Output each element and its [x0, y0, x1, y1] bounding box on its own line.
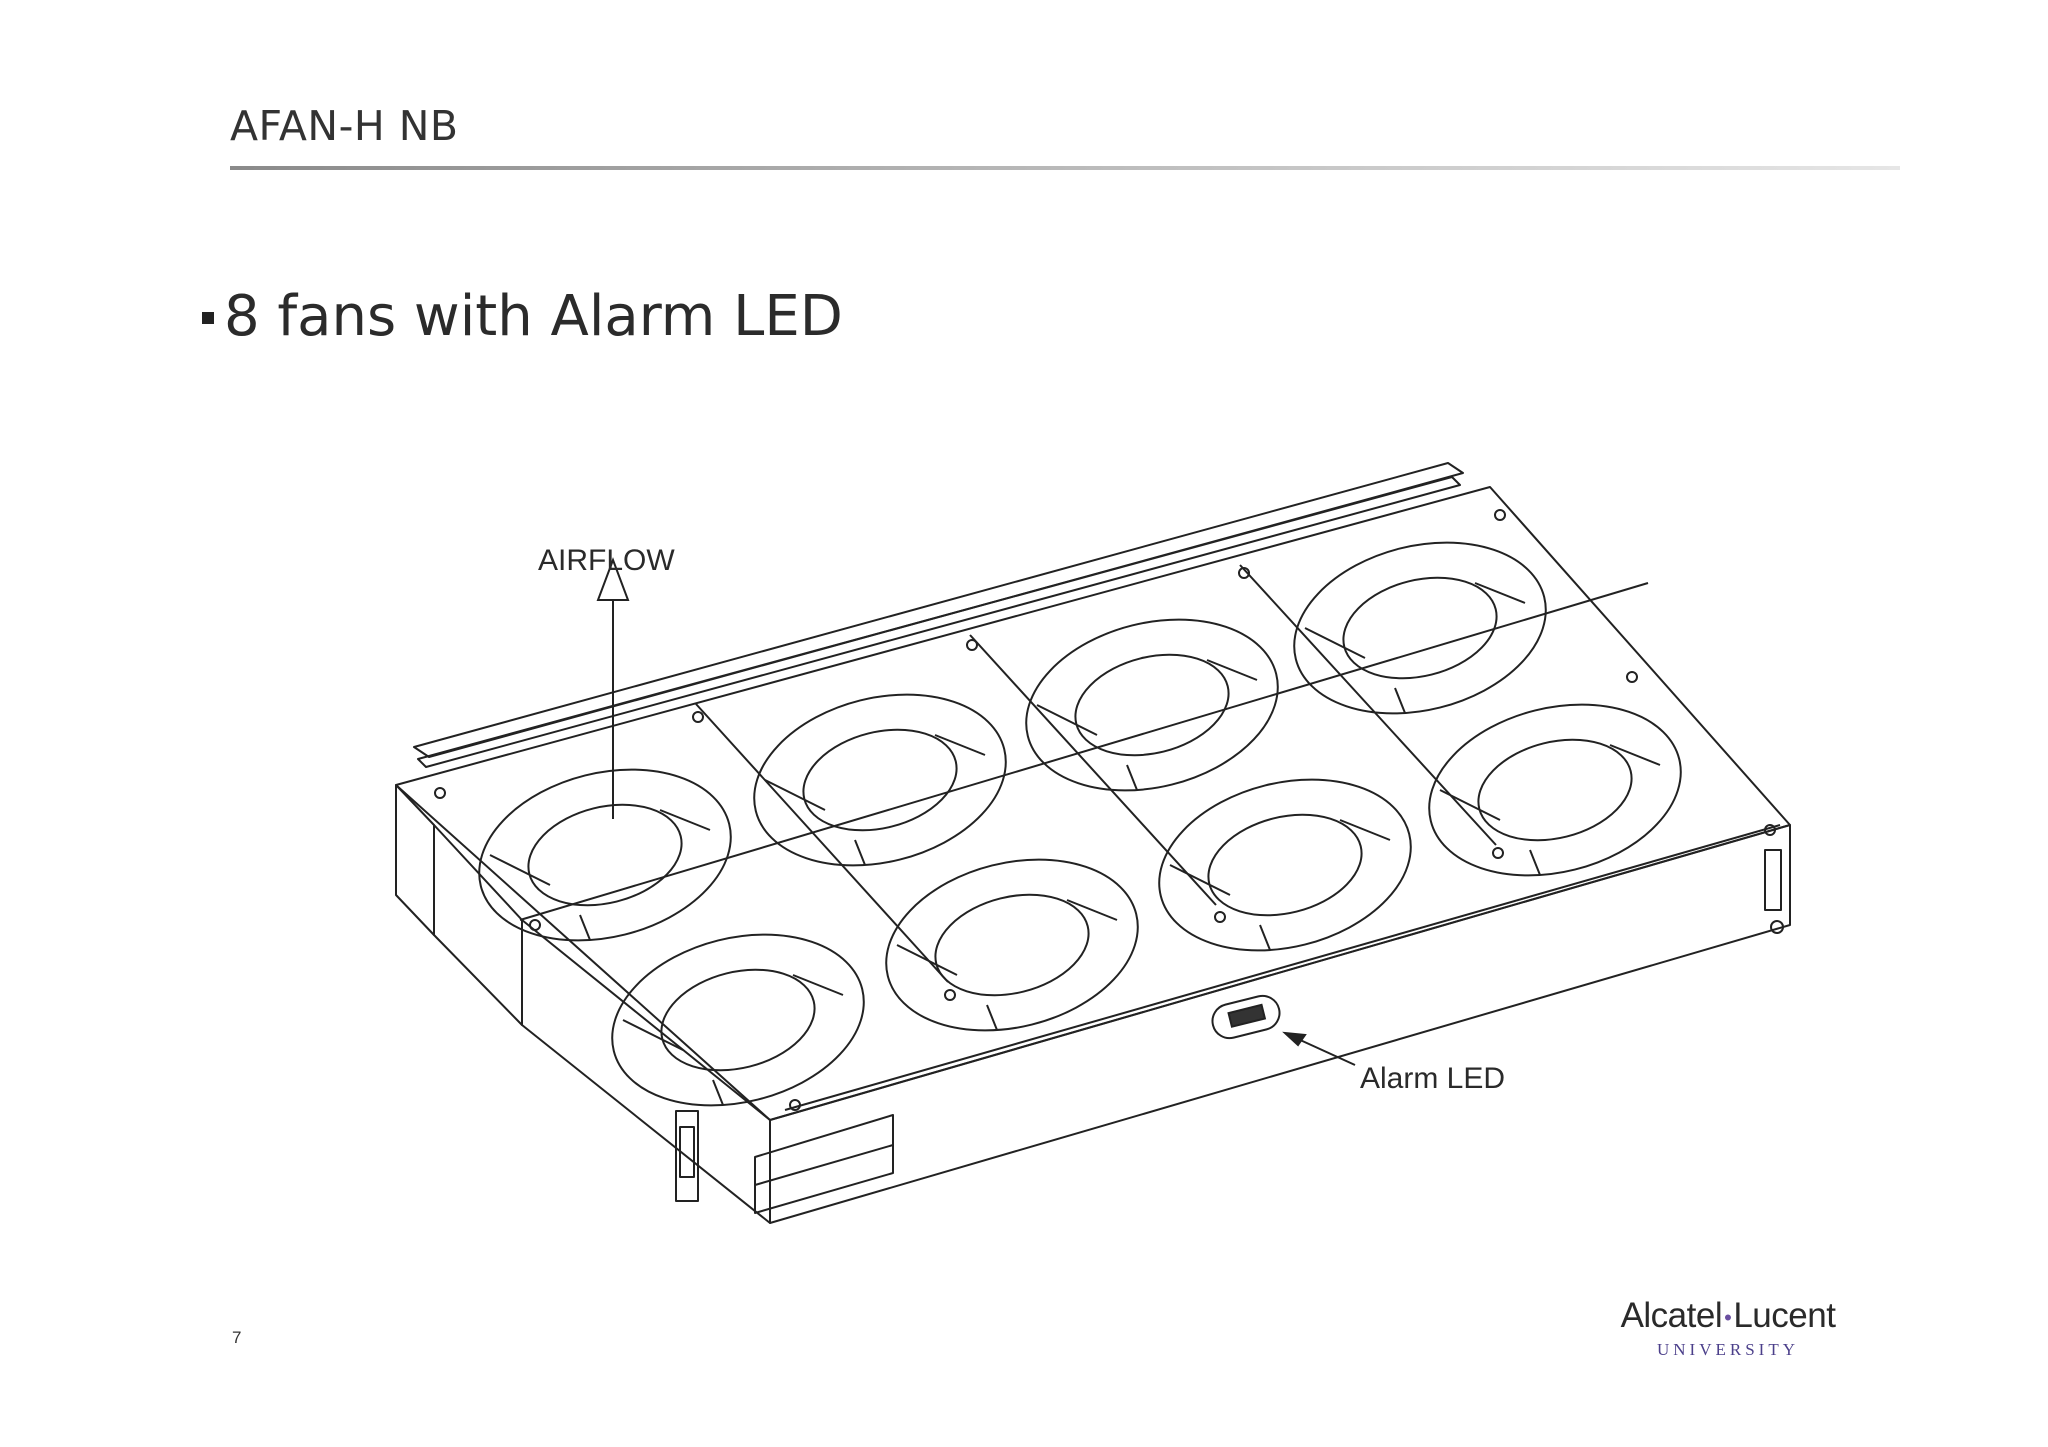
logo-dot-icon: • [1724, 1304, 1732, 1330]
logo-wordmark: Alcatel•Lucent [1608, 1296, 1848, 1336]
alarm-led-pointer [1282, 1031, 1356, 1066]
airflow-label: AIRFLOW [538, 544, 675, 577]
logo-subtitle: UNIVERSITY [1657, 1340, 1799, 1359]
fan-4 [1293, 541, 1547, 715]
logo-name-part1: Alcatel [1620, 1296, 1723, 1335]
back-rail-inner [417, 476, 1461, 768]
alarm-led [1211, 994, 1281, 1040]
title-divider [230, 166, 1900, 170]
bullet-square-icon [202, 311, 214, 324]
alcatel-lucent-university-logo: Alcatel•Lucent UNIVERSITY [1608, 1296, 1848, 1360]
tray-front-rail [769, 824, 1791, 1224]
back-rail [413, 462, 1464, 758]
fan-1 [478, 768, 732, 942]
alarm-led-label: Alarm LED [1360, 1062, 1505, 1095]
slide-title: AFAN-H NB [230, 102, 459, 150]
fan-7 [1158, 778, 1412, 952]
bullet-item: 8 fans with Alarm LED [202, 284, 843, 349]
airflow-arrow [596, 557, 630, 819]
left-bracket [675, 1110, 699, 1202]
fan-8 [1428, 703, 1682, 877]
fan-5 [611, 933, 865, 1107]
fans [478, 541, 1682, 1107]
fan-3 [1025, 618, 1279, 792]
fan-2 [753, 693, 1007, 867]
tray-front-lower [521, 919, 771, 1224]
screws [434, 509, 1776, 1111]
tray-left-face [433, 824, 523, 1026]
right-bracket [1764, 849, 1782, 911]
fan-6 [885, 858, 1139, 1032]
tray-front-face [395, 784, 435, 936]
front-label-plate [754, 1114, 894, 1214]
bullet-text: 8 fans with Alarm LED [224, 284, 843, 349]
row-divider [519, 582, 1649, 921]
fan-tray-diagram: AIRFLOW Alarm LED [395, 462, 1791, 1224]
logo-name-part2: Lucent [1733, 1296, 1836, 1335]
page-number: 7 [232, 1328, 242, 1347]
